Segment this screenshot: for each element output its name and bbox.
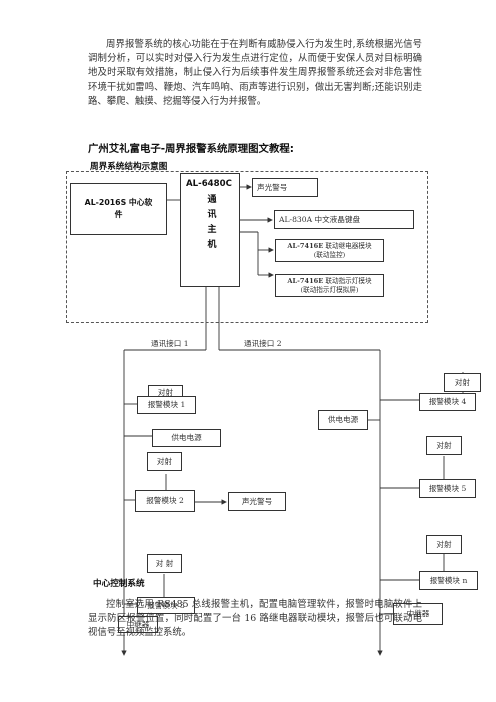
alarm-module-3-label: 报警模块 3: [147, 600, 185, 610]
beam-1-label: 对射: [157, 388, 174, 397]
host-model: AL-6480C: [186, 179, 232, 189]
alarm-module-1-box: 报警模块 1: [137, 396, 196, 414]
alarm-module-n-label: 报警模块 n: [429, 575, 468, 585]
left-strobe-siren-label: 声光警号: [241, 496, 273, 506]
left-repeater-label: 中继器: [126, 619, 150, 629]
host-char-1: 通: [207, 195, 217, 205]
lcd-keyboard-label: AL-830A 中文液晶键盘: [279, 214, 361, 224]
alarm-module-3-box: 报警模块 3: [137, 597, 195, 614]
diagram-title: 周界系统结构示意图: [90, 162, 168, 172]
right-repeater-label: 中继器: [406, 609, 430, 618]
beam-n-label: 对射: [436, 539, 452, 549]
relay-module-model: AL-7416E: [287, 241, 324, 250]
alarm-module-n-box: 报警模块 n: [419, 571, 478, 590]
indicator-module-name: 联动指示灯模块: [325, 276, 372, 285]
right-power-supply-label: 供电电源: [327, 415, 359, 424]
host-char-3: 主: [207, 225, 217, 235]
host-char-4: 机: [207, 240, 217, 250]
tutorial-heading: 广州艾礼富电子-周界报警系统原理图文教程:: [88, 143, 294, 155]
relay-module-line1: AL-7416E 联动继电器模块: [287, 242, 371, 251]
alarm-module-5-label: 报警模块 5: [428, 483, 467, 493]
indicator-module-note: (联动指示灯模拟屏): [300, 285, 359, 294]
beam-3-label: 对 射: [155, 558, 174, 568]
indicator-module-box: AL-7416E 联动指示灯模块 (联动指示灯模拟屏): [275, 274, 384, 297]
center-software-box: AL-2016S 中心软件: [70, 183, 167, 235]
alarm-module-1-label: 报警模块 1: [147, 400, 186, 409]
intro-paragraph: 周界报警系统的核心功能在于在判断有威胁侵入行为发生时,系统根据光信号调制分析，可…: [88, 39, 422, 107]
beam-5-box: 对射: [426, 436, 462, 455]
indicator-module-line1: AL-7416E 联动指示灯模块: [287, 277, 371, 286]
head-end-enclosure: [66, 171, 428, 323]
lcd-keyboard-box: AL-830A 中文液晶键盘: [274, 210, 414, 229]
alarm-module-2-label: 报警模块 2: [146, 496, 184, 505]
alarm-module-4-box: 报警模块 4: [419, 393, 476, 411]
beam-n-box: 对射: [426, 535, 462, 554]
port-1-label: 通讯接口 1: [151, 339, 189, 348]
relay-module-name: 联动继电器模块: [325, 241, 372, 250]
beam-2-label: 对射: [156, 456, 173, 466]
beam-4-box: 对射: [444, 373, 481, 392]
strobe-siren-box: 声光警号: [252, 178, 318, 197]
alarm-module-5-box: 报警模块 5: [419, 479, 476, 498]
beam-2-box: 对射: [147, 452, 182, 471]
port-2-label: 通讯接口 2: [244, 339, 282, 348]
beam-3-box: 对 射: [147, 554, 182, 573]
center-control-paragraph: 控制室选用 RS485 总线报警主机，配置电脑管理软件，报警时电脑软件上显示防区…: [88, 599, 422, 639]
center-control-heading: 中心控制系统: [93, 579, 145, 589]
strobe-siren-label: 声光警号: [257, 182, 288, 192]
left-strobe-siren-box: 声光警号: [228, 492, 286, 511]
right-repeater-box: 中继器: [393, 603, 443, 625]
relay-module-box: AL-7416E 联动继电器模块 (联动监控): [275, 239, 384, 262]
relay-module-note: (联动监控): [313, 250, 346, 259]
left-repeater-box: 中继器: [118, 616, 158, 633]
beam-5-label: 对射: [436, 440, 452, 450]
alarm-module-2-box: 报警模块 2: [135, 490, 195, 512]
indicator-module-model: AL-7416E: [287, 276, 324, 285]
alarm-module-4-label: 报警模块 4: [428, 397, 467, 406]
right-power-supply-box: 供电电源: [318, 410, 368, 430]
left-power-supply-box: 供电电源: [152, 429, 221, 447]
beam-4-label: 对射: [454, 377, 471, 387]
center-software-label: AL-2016S 中心软件: [84, 198, 153, 219]
communication-host-box: [180, 173, 240, 287]
host-char-2: 讯: [207, 210, 217, 220]
left-power-supply-label: 供电电源: [171, 433, 202, 442]
